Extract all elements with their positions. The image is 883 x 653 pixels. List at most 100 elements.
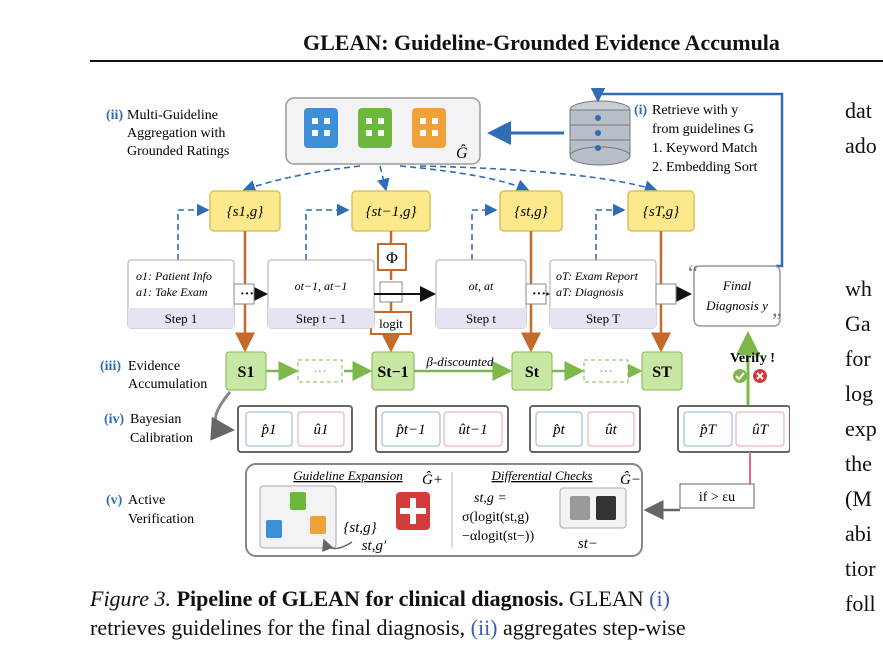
svg-text:oT: Exam Report: oT: Exam Report	[556, 269, 639, 283]
svg-text:o1: Patient Info: o1: Patient Info	[136, 269, 212, 283]
svg-text:···: ···	[240, 287, 254, 302]
caption-ref-link[interactable]: (ii)	[470, 615, 498, 640]
svg-text:Verification: Verification	[128, 512, 194, 527]
calibration-pair: p̂1 û1	[237, 405, 353, 453]
threshold-box: if > εu	[679, 483, 755, 509]
evidence-state: ST	[641, 351, 683, 391]
trajectory-node	[379, 281, 403, 303]
svg-text:St−1: St−1	[377, 364, 408, 381]
green-guideline-icon	[358, 108, 392, 148]
trajectory-nodes	[233, 283, 677, 305]
score-box: {st,g}	[499, 190, 563, 232]
svg-text:Accumulation: Accumulation	[128, 377, 207, 392]
svg-text:û1: û1	[314, 422, 329, 438]
svg-text:p̂t: p̂t	[552, 422, 566, 438]
phi-box: Φ	[377, 243, 407, 271]
svg-text:−αlogit(st−)): −αlogit(st−))	[462, 529, 534, 544]
orange-guideline-icon	[310, 516, 326, 534]
svg-text:ST: ST	[652, 364, 672, 381]
svg-text:a1: Take Exam: a1: Take Exam	[136, 285, 208, 299]
text-fragment: abi	[845, 521, 872, 546]
pipeline-figure: (ii) Multi-Guideline Aggregation with Gr…	[100, 88, 790, 557]
svg-text:···: ···	[532, 287, 546, 302]
verify-label: Verify !	[730, 351, 775, 383]
svg-text:Multi-Guideline: Multi-Guideline	[127, 108, 218, 123]
verification-panel	[245, 463, 643, 557]
final-diagnosis-bubble: “ ” Final Diagnosis y	[688, 260, 782, 333]
database-icon	[569, 100, 631, 166]
caption-figure-number: Figure 3.	[90, 586, 172, 611]
ellipsis-markers: ··· ···	[240, 287, 546, 302]
text-fragment: tior	[845, 556, 876, 581]
blue-guideline-icon	[266, 520, 282, 538]
svg-text:2. Embedding Sort: 2. Embedding Sort	[652, 160, 757, 175]
text-fragment: for	[845, 346, 871, 371]
black-guideline-icon	[596, 496, 616, 520]
stage-iv-label: (iv) Bayesian Calibration	[104, 412, 193, 446]
caption-title: Pipeline of GLEAN for clinical diagnosis…	[176, 586, 564, 611]
svg-text:Bayesian: Bayesian	[130, 412, 181, 427]
svg-text:ot−1, at−1: ot−1, at−1	[295, 279, 348, 293]
stage-v-label: (v) Active Verification	[106, 493, 194, 527]
svg-text:(i): (i)	[634, 103, 648, 118]
calibration-pair: p̂T ûT	[677, 405, 790, 453]
ellipsis-box: ···	[583, 359, 629, 383]
beta-discount-label: β-discounted	[425, 354, 494, 369]
step-panel: oT: Exam Report aT: Diagnosis Step T	[549, 259, 657, 329]
expanded-score-prime: st,g′	[362, 538, 387, 554]
green-guideline-icon	[290, 492, 306, 510]
text-fragment: foll	[845, 591, 876, 616]
text-fragment: Ga	[845, 311, 871, 336]
svg-text:(ii): (ii)	[106, 108, 123, 123]
ellipsis-box: ···	[297, 359, 343, 383]
calibration-pair: p̂t ût	[529, 405, 641, 453]
caption-text: aggregates step-wise	[497, 615, 686, 640]
svg-text:Final: Final	[722, 278, 752, 293]
differential-formula: st,g = σ(logit(st,g) −αlogit(st−))	[462, 491, 534, 544]
score-box: {st−1,g}	[351, 190, 431, 232]
svg-text:logit: logit	[379, 316, 403, 331]
svg-text:Diagnosis y: Diagnosis y	[705, 298, 768, 313]
svg-text:p̂1: p̂1	[261, 422, 277, 438]
logit-box: logit	[370, 311, 412, 335]
caption-text: retrieves guidelines for the final diagn…	[90, 615, 471, 640]
evidence-state: St	[511, 351, 553, 391]
svg-text:Grounded Ratings: Grounded Ratings	[127, 144, 229, 159]
svg-text:if > εu: if > εu	[699, 490, 735, 505]
orange-guideline-icon	[412, 108, 446, 148]
svg-text:Φ: Φ	[386, 250, 398, 267]
running-title: GLEAN: Guideline-Grounded Evidence Accum…	[303, 30, 780, 55]
svg-text:ot, at: ot, at	[469, 279, 494, 293]
svg-text:ût−1: ût−1	[458, 422, 487, 438]
svg-text:{st−1,g}: {st−1,g}	[366, 204, 417, 220]
evidence-state: St−1	[371, 351, 415, 391]
svg-text:st,g =: st,g =	[474, 491, 507, 506]
expanded-guideline-group	[259, 485, 337, 549]
score-box: {sT,g}	[627, 190, 695, 232]
svg-text:Ĝ: Ĝ	[456, 143, 468, 162]
svg-text:Calibration: Calibration	[130, 431, 193, 446]
guideline-plus: Ĝ+	[422, 471, 443, 488]
svg-text:S1: S1	[238, 364, 255, 381]
svg-text:p̂T: p̂T	[699, 422, 718, 438]
caption-ref-link[interactable]: (i)	[649, 586, 670, 611]
caption-text: GLEAN	[563, 586, 650, 611]
svg-text:···: ···	[313, 365, 327, 380]
svg-text:(iii): (iii)	[100, 359, 121, 374]
text-fragment: dat	[845, 98, 872, 123]
svg-text:{s1,g}: {s1,g}	[227, 204, 264, 220]
differential-checks-title: Differential Checks	[491, 468, 593, 483]
svg-text:aT: Diagnosis: aT: Diagnosis	[556, 285, 624, 299]
calibration-arrow	[210, 391, 235, 441]
svg-text:1. Keyword Match: 1. Keyword Match	[652, 141, 757, 156]
header-rule	[90, 60, 883, 62]
step-panel: ot, at Step t	[435, 259, 527, 329]
calibration-pair: p̂t−1 ût−1	[375, 405, 509, 453]
differential-guideline-group	[559, 487, 627, 529]
text-fragment: exp	[845, 416, 877, 441]
guideline-expansion-title: Guideline Expansion	[293, 468, 402, 483]
text-fragment: ado	[845, 133, 877, 158]
svg-text:ût: ût	[605, 422, 618, 438]
svg-text:{sT,g}: {sT,g}	[643, 204, 679, 220]
step-to-score-arrows	[177, 203, 626, 260]
